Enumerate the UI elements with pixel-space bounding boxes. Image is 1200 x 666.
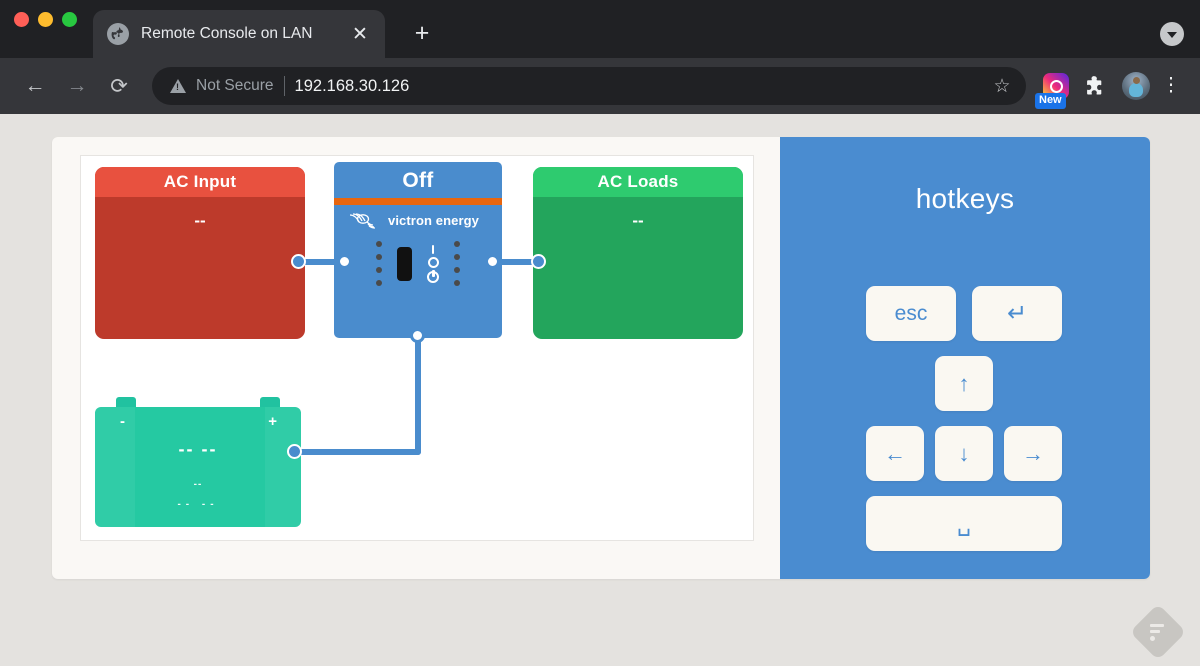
reload-button[interactable]: ⟳ xyxy=(110,74,128,98)
browser-tab-active[interactable]: Remote Console on LAN ✕ xyxy=(93,10,385,58)
inverter-faceplate xyxy=(334,241,502,286)
node-inverter-left xyxy=(337,254,352,269)
led-group-left xyxy=(376,241,382,286)
hotkey-arrow-up[interactable]: ↑ xyxy=(935,356,993,411)
battery-negative-sign: - xyxy=(120,413,125,430)
node-acinput xyxy=(291,254,306,269)
switch-off-icon xyxy=(427,256,439,268)
hotkey-arrow-left[interactable]: ← xyxy=(866,426,924,481)
extension-new-badge: New xyxy=(1035,93,1066,109)
hotkey-esc[interactable]: esc xyxy=(866,286,956,341)
ac-input-panel[interactable]: AC Input -- xyxy=(95,167,305,339)
led-indicator xyxy=(376,241,382,247)
victron-brand: victron energy xyxy=(334,205,502,229)
led-indicator xyxy=(376,254,382,260)
battery-current-value: -- xyxy=(193,479,203,490)
inverter-orange-stripe xyxy=(334,198,502,205)
switch-on-icon xyxy=(431,244,435,254)
wire-inverter-acloads xyxy=(490,259,544,265)
battery-positive-sign: + xyxy=(268,413,277,430)
hotkey-arrow-right[interactable]: → xyxy=(1004,426,1062,481)
battery-terminal-positive xyxy=(260,397,280,409)
ac-loads-value: -- xyxy=(632,211,644,230)
power-standby-icon xyxy=(427,269,439,283)
ac-input-title: AC Input xyxy=(95,167,305,197)
back-button[interactable]: ← xyxy=(24,74,46,97)
node-inverter-bottom xyxy=(410,328,425,343)
led-indicator xyxy=(454,241,460,247)
wire-acinput-inverter xyxy=(297,259,351,265)
url-text[interactable]: 192.168.30.126 xyxy=(294,76,410,95)
minimize-window-button[interactable] xyxy=(38,11,53,27)
led-indicator xyxy=(376,280,382,286)
diagram-container: AC Input -- AC Loads -- Off xyxy=(52,137,780,579)
led-indicator xyxy=(454,267,460,273)
profile-avatar[interactable] xyxy=(1118,68,1154,104)
battery-terminal-negative xyxy=(116,397,136,409)
browser-tab-title: Remote Console on LAN xyxy=(141,25,313,42)
inverter-status-label: Off xyxy=(402,169,434,192)
forward-button[interactable]: → xyxy=(66,74,88,97)
battery-widget[interactable]: - + -- -- -- -- -- xyxy=(95,397,301,527)
hotkeys-panel: hotkeys esc ↵ ↑ ← ↓ → ␣ xyxy=(780,137,1150,579)
instagram-extension-icon[interactable]: New xyxy=(1035,68,1074,109)
ac-loads-panel[interactable]: AC Loads -- xyxy=(533,167,743,339)
divider xyxy=(283,76,285,96)
ac-loads-title: AC Loads xyxy=(533,167,743,197)
node-acloads xyxy=(531,254,546,269)
battery-body: - + -- -- -- -- -- xyxy=(95,407,301,527)
led-indicator xyxy=(454,254,460,260)
switch-symbols xyxy=(427,244,439,283)
browser-toolbar: ← → ⟳ Not Secure 192.168.30.126 ☆ New ⋮ xyxy=(0,58,1200,114)
browser-tab-strip: Remote Console on LAN ✕ + xyxy=(0,0,1200,58)
energy-overview-diagram: AC Input -- AC Loads -- Off xyxy=(80,155,754,541)
power-rocker-switch[interactable] xyxy=(397,246,412,281)
battery-shade-right xyxy=(265,407,301,527)
close-window-button[interactable] xyxy=(14,11,29,27)
bookmark-star-icon[interactable]: ☆ xyxy=(993,75,1011,97)
address-bar[interactable]: Not Secure 192.168.30.126 ☆ xyxy=(152,67,1026,105)
led-group-right xyxy=(454,241,460,286)
warning-triangle-icon xyxy=(170,79,186,93)
led-indicator xyxy=(454,280,460,286)
close-tab-icon[interactable]: ✕ xyxy=(352,23,368,45)
node-battery xyxy=(287,444,302,459)
wire-inverter-battery-vertical xyxy=(415,336,421,455)
ac-input-value: -- xyxy=(194,211,206,230)
inverter-device[interactable]: Off xyxy=(334,162,502,338)
puzzle-glyph xyxy=(1087,76,1102,95)
victron-brand-text: victron energy xyxy=(388,212,479,228)
hotkey-space[interactable]: ␣ xyxy=(866,496,1062,551)
maximize-window-button[interactable] xyxy=(62,11,77,27)
hotkey-arrow-down[interactable]: ↓ xyxy=(935,426,993,481)
wire-inverter-battery-horizontal xyxy=(292,449,421,455)
security-status-label: Not Secure xyxy=(196,77,274,94)
battery-voltage-value: -- -- xyxy=(178,439,218,459)
feedly-badge-icon[interactable] xyxy=(1129,603,1187,661)
page-viewport: AC Input -- AC Loads -- Off xyxy=(0,114,1200,666)
avatar xyxy=(1122,72,1150,100)
chevron-down-icon[interactable] xyxy=(1160,22,1184,46)
battery-power-value: -- -- xyxy=(177,499,219,510)
globe-icon xyxy=(107,23,129,45)
console-card: AC Input -- AC Loads -- Off xyxy=(52,137,1150,579)
battery-shade-left xyxy=(95,407,135,527)
puzzle-extensions-icon[interactable] xyxy=(1078,68,1114,104)
hotkey-return[interactable]: ↵ xyxy=(972,286,1062,341)
hotkeys-title: hotkeys xyxy=(915,183,1015,214)
browser-menu-button[interactable]: ⋮ xyxy=(1161,74,1181,96)
node-inverter-right xyxy=(485,254,500,269)
window-traffic-lights xyxy=(14,0,77,58)
new-tab-button[interactable]: + xyxy=(414,19,430,47)
victron-logo-icon xyxy=(349,213,376,229)
led-indicator xyxy=(376,267,382,273)
